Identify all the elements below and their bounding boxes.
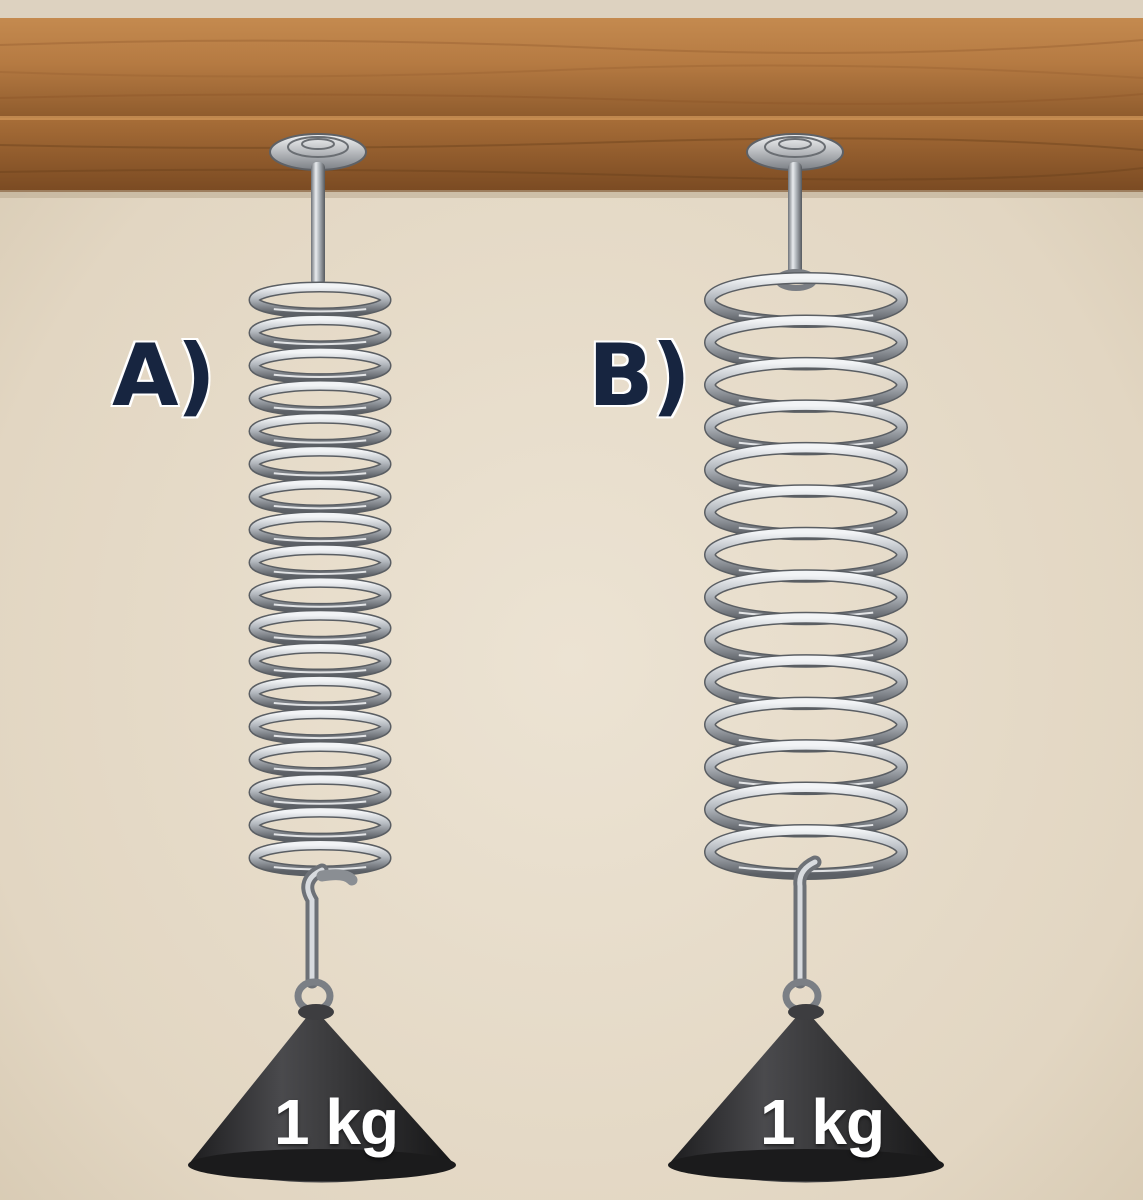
spring-coil-highlight [273,701,367,707]
spring-coil [250,348,390,383]
spring-coil-highlight [273,603,367,608]
spring-a-label: A) [111,326,218,426]
spring-coil-highlight [273,439,367,444]
spring-coil-highlight [273,800,367,805]
spring-coil-highlight [273,669,367,674]
spring-coil [250,578,390,613]
spring-coil [250,381,390,416]
weight-b-label: 1 kg [760,1086,885,1158]
spring-coil [250,315,390,350]
spring-coil-highlight [273,636,367,641]
weight-a [188,1004,456,1183]
spring-b-label: B) [587,326,693,426]
spring-coil [250,512,390,547]
spring-b-coils [704,272,908,880]
spring-coil-highlight [273,373,367,379]
spring-coil-highlight [273,505,367,510]
spring-coil [250,808,390,843]
spring-coil [250,414,390,449]
spring-coil [250,775,390,810]
spring-coil [250,611,390,646]
spring-coil-highlight [273,767,367,772]
spring-a-mount [269,133,367,286]
spring-coil [250,479,390,514]
spring-coil-highlight [273,308,367,313]
weight-b [668,1004,944,1183]
spring-coil-highlight [273,833,367,838]
spring-coil-highlight [273,570,367,575]
spring-coil-highlight [273,734,367,740]
wooden-shelf [0,18,1143,198]
spring-coil-highlight [273,537,367,543]
spring-coil [250,644,390,679]
spring-coil [250,709,390,744]
spring-coil [250,676,390,711]
spring-coil-highlight [273,340,367,346]
spring-coil [250,545,390,580]
spring-coil-highlight [273,406,367,411]
weight-a-label: 1 kg [274,1086,399,1158]
spring-coil-highlight [273,472,367,477]
spring-coil [250,742,390,777]
spring-coil [250,283,390,317]
spring-coil [250,447,390,482]
spring-a-coils [248,281,392,877]
